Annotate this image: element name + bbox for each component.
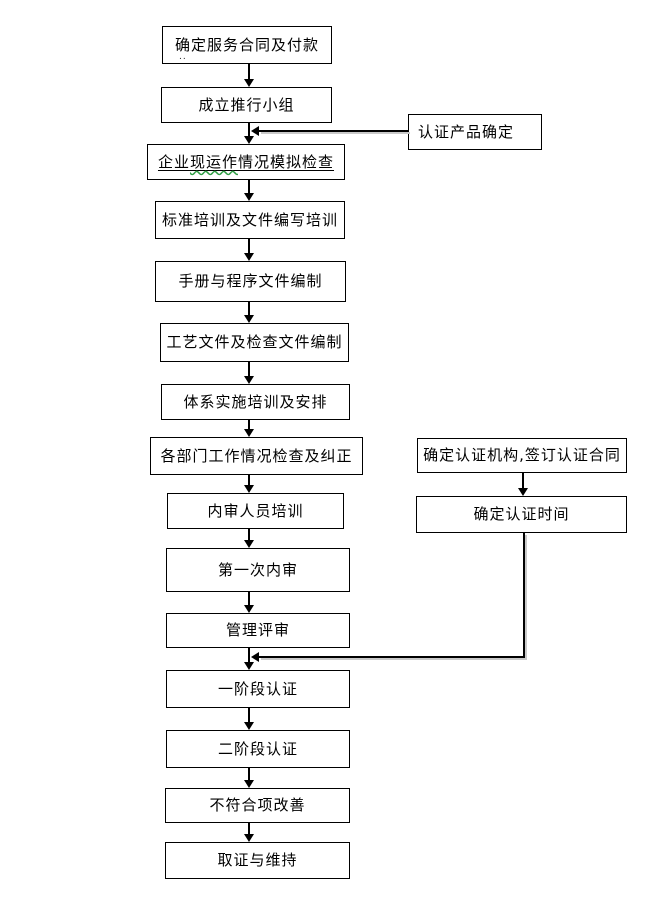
arrowhead-left-icon bbox=[251, 126, 259, 136]
arrowhead-down-icon bbox=[244, 722, 254, 730]
flow-box-label: 体系实施培训及安排 bbox=[183, 392, 328, 411]
flow-box-department-check: 各部门工作情况检查及纠正 bbox=[150, 437, 363, 475]
arrowhead-down-icon bbox=[244, 780, 254, 788]
arrowhead-left-icon bbox=[251, 652, 259, 662]
flow-arrow-line bbox=[248, 823, 250, 835]
arrowhead-down-icon bbox=[244, 662, 254, 670]
flow-box-implementation-training: 体系实施培训及安排 bbox=[161, 384, 350, 420]
flow-arrow-line bbox=[248, 475, 250, 486]
flow-arrow-line bbox=[248, 648, 250, 663]
arrowhead-down-icon bbox=[244, 605, 254, 613]
flow-box-simulation-check: 企业现运作情况模拟检查 bbox=[147, 144, 345, 180]
flow-box-label: 第一次内审 bbox=[217, 560, 298, 579]
flow-box-standard-training: 标准培训及文件编写培训 bbox=[155, 201, 345, 239]
flow-box-label: 确定认证时间 bbox=[473, 505, 570, 524]
arrowhead-down-icon bbox=[244, 79, 254, 87]
flow-arrow-line bbox=[248, 302, 250, 316]
flow-arrow-line bbox=[248, 64, 250, 80]
flow-arrow-line bbox=[248, 123, 250, 137]
connector-cert-time-vline bbox=[523, 533, 525, 658]
flow-box-label: 企业现运作情况模拟检查 bbox=[158, 154, 334, 171]
arrowhead-down-icon bbox=[244, 315, 254, 323]
label-part: 企业 bbox=[157, 152, 190, 171]
flow-box-label: 一阶段认证 bbox=[217, 679, 298, 698]
flow-box-label: 工艺文件及检查文件编制 bbox=[166, 333, 343, 352]
flow-arrow-line bbox=[248, 592, 250, 606]
flow-box-nonconformity-improvement: 不符合项改善 bbox=[165, 788, 350, 823]
flow-box-label: 认证产品确定 bbox=[418, 122, 515, 141]
flow-box-note: .. bbox=[179, 52, 187, 62]
flow-arrow-line bbox=[248, 708, 250, 723]
flow-box-launch-team: 成立推行小组 bbox=[161, 87, 332, 123]
arrowhead-down-icon bbox=[244, 376, 254, 384]
flow-box-label: 成立推行小组 bbox=[198, 95, 295, 114]
flow-box-stage2-certification: 二阶段认证 bbox=[166, 730, 350, 768]
label-part: 情况模拟检查 bbox=[238, 152, 335, 171]
side-arrow-line bbox=[522, 473, 524, 489]
flow-arrow-line bbox=[248, 420, 250, 430]
flow-box-label: 取证与维持 bbox=[217, 851, 298, 870]
spellcheck-wavy-segment: 现运作 bbox=[189, 152, 238, 171]
arrowhead-down-icon bbox=[244, 193, 254, 201]
arrowhead-down-icon bbox=[244, 136, 254, 144]
flow-box-first-internal-audit: 第一次内审 bbox=[166, 548, 350, 592]
flow-box-label: 确定认证机构,签订认证合同 bbox=[423, 446, 621, 465]
flow-arrow-line bbox=[248, 239, 250, 254]
flow-box-cert-time: 确定认证时间 bbox=[416, 496, 627, 533]
arrowhead-down-icon bbox=[244, 834, 254, 842]
arrowhead-down-icon bbox=[244, 540, 254, 548]
flow-box-manual-procedure: 手册与程序文件编制 bbox=[155, 261, 346, 302]
connector-cert-product-line bbox=[259, 130, 408, 132]
flow-box-process-docs: 工艺文件及检查文件编制 bbox=[160, 323, 349, 362]
flow-box-service-contract: 确定服务合同及付款 .. bbox=[162, 26, 332, 64]
arrowhead-down-icon bbox=[244, 485, 254, 493]
flow-box-label: 二阶段认证 bbox=[217, 739, 298, 758]
flow-box-label: 确定服务合同及付款 bbox=[174, 35, 319, 54]
arrowhead-down-icon bbox=[518, 488, 528, 496]
flow-box-label: 不符合项改善 bbox=[209, 796, 306, 815]
flow-arrow-line bbox=[248, 768, 250, 781]
flow-box-label: 管理评审 bbox=[225, 621, 290, 640]
flow-box-label: 手册与程序文件编制 bbox=[178, 272, 323, 291]
arrowhead-down-icon bbox=[244, 429, 254, 437]
flow-box-label: 各部门工作情况检查及纠正 bbox=[160, 446, 353, 465]
flow-box-cert-product: 认证产品确定 bbox=[408, 114, 542, 150]
flow-box-certificate-maintain: 取证与维持 bbox=[165, 842, 350, 879]
flow-arrow-line bbox=[248, 180, 250, 194]
flow-box-label: 标准培训及文件编写培训 bbox=[161, 210, 338, 229]
flow-box-management-review: 管理评审 bbox=[166, 613, 350, 648]
flow-arrow-line bbox=[248, 529, 250, 541]
flow-box-label: 内审人员培训 bbox=[207, 501, 304, 520]
flow-arrow-line bbox=[248, 362, 250, 377]
flow-box-cert-body-contract: 确定认证机构,签订认证合同 bbox=[417, 438, 627, 473]
flow-box-auditor-training: 内审人员培训 bbox=[167, 493, 344, 529]
connector-cert-time-hline bbox=[259, 656, 525, 658]
flow-box-stage1-certification: 一阶段认证 bbox=[166, 670, 350, 708]
arrowhead-down-icon bbox=[244, 253, 254, 261]
